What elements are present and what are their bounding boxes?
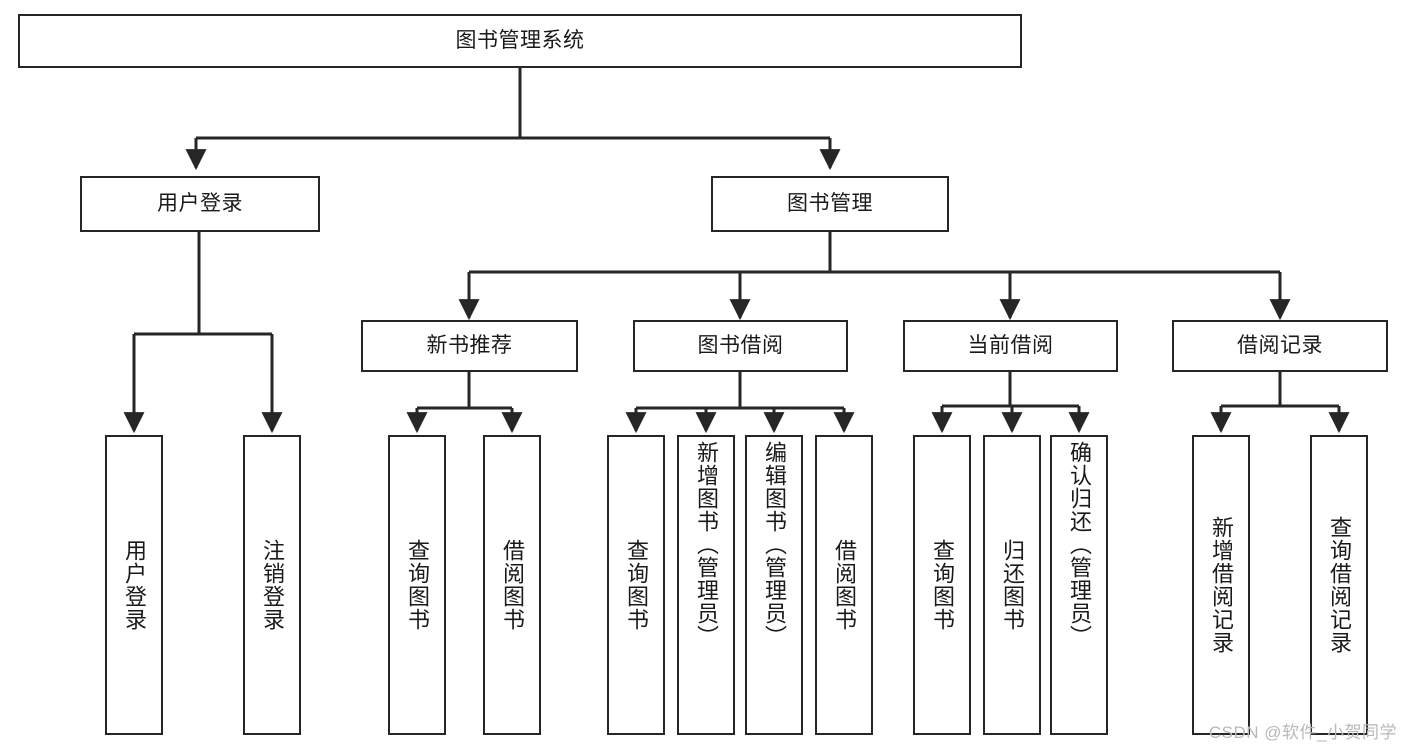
node-label: 新增借阅记录 [1208, 516, 1234, 654]
node-label: 新书推荐 [426, 334, 513, 358]
node-book-borrow[interactable]: 图书借阅 [633, 320, 848, 372]
node-label: 图书借阅 [697, 334, 784, 358]
csdn-watermark: CSDN @软件_小贺同学 [1208, 723, 1397, 742]
node-leaf-add-record[interactable]: 新增借阅记录 [1192, 435, 1250, 735]
node-user-login[interactable]: 用户登录 [80, 176, 320, 232]
node-leaf-query-book-1[interactable]: 查询图书 [388, 435, 446, 735]
node-leaf-user-logout[interactable]: 注销登录 [243, 435, 301, 735]
node-label: 图书管理系统 [455, 29, 585, 53]
node-book-manage[interactable]: 图书管理 [711, 176, 949, 232]
node-label: 借阅图书 [499, 539, 525, 631]
node-label: 确认归还（管理员） [1066, 441, 1092, 648]
node-label: 归还图书 [999, 539, 1025, 631]
node-label: 借阅图书 [831, 539, 857, 631]
node-leaf-return-book[interactable]: 归还图书 [983, 435, 1041, 735]
node-label: 用户登录 [157, 192, 243, 216]
node-label: 图书管理 [787, 192, 873, 216]
node-leaf-borrow-book-2[interactable]: 借阅图书 [815, 435, 873, 735]
node-leaf-query-book-3[interactable]: 查询图书 [913, 435, 971, 735]
node-leaf-query-book-2[interactable]: 查询图书 [607, 435, 665, 735]
node-label: 借阅记录 [1237, 334, 1323, 358]
node-label: 查询借阅记录 [1326, 516, 1352, 654]
node-leaf-query-record[interactable]: 查询借阅记录 [1310, 435, 1368, 735]
node-root-system[interactable]: 图书管理系统 [18, 14, 1022, 68]
node-borrow-record[interactable]: 借阅记录 [1172, 320, 1388, 372]
node-label: 查询图书 [404, 539, 430, 631]
node-label: 用户登录 [121, 539, 147, 631]
node-leaf-borrow-book-1[interactable]: 借阅图书 [483, 435, 541, 735]
node-label: 当前借阅 [967, 334, 1054, 358]
node-current-borrow[interactable]: 当前借阅 [903, 320, 1118, 372]
node-leaf-user-login[interactable]: 用户登录 [105, 435, 163, 735]
node-label: 注销登录 [259, 539, 285, 631]
node-label: 查询图书 [623, 539, 649, 631]
node-label: 编辑图书（管理员） [761, 441, 787, 648]
node-label: 新增图书（管理员） [693, 441, 719, 648]
node-leaf-edit-book[interactable]: 编辑图书（管理员） [745, 435, 803, 735]
node-new-book-recommend[interactable]: 新书推荐 [361, 320, 578, 372]
node-leaf-confirm-return[interactable]: 确认归还（管理员） [1050, 435, 1108, 735]
node-leaf-add-book[interactable]: 新增图书（管理员） [677, 435, 735, 735]
node-label: 查询图书 [929, 539, 955, 631]
